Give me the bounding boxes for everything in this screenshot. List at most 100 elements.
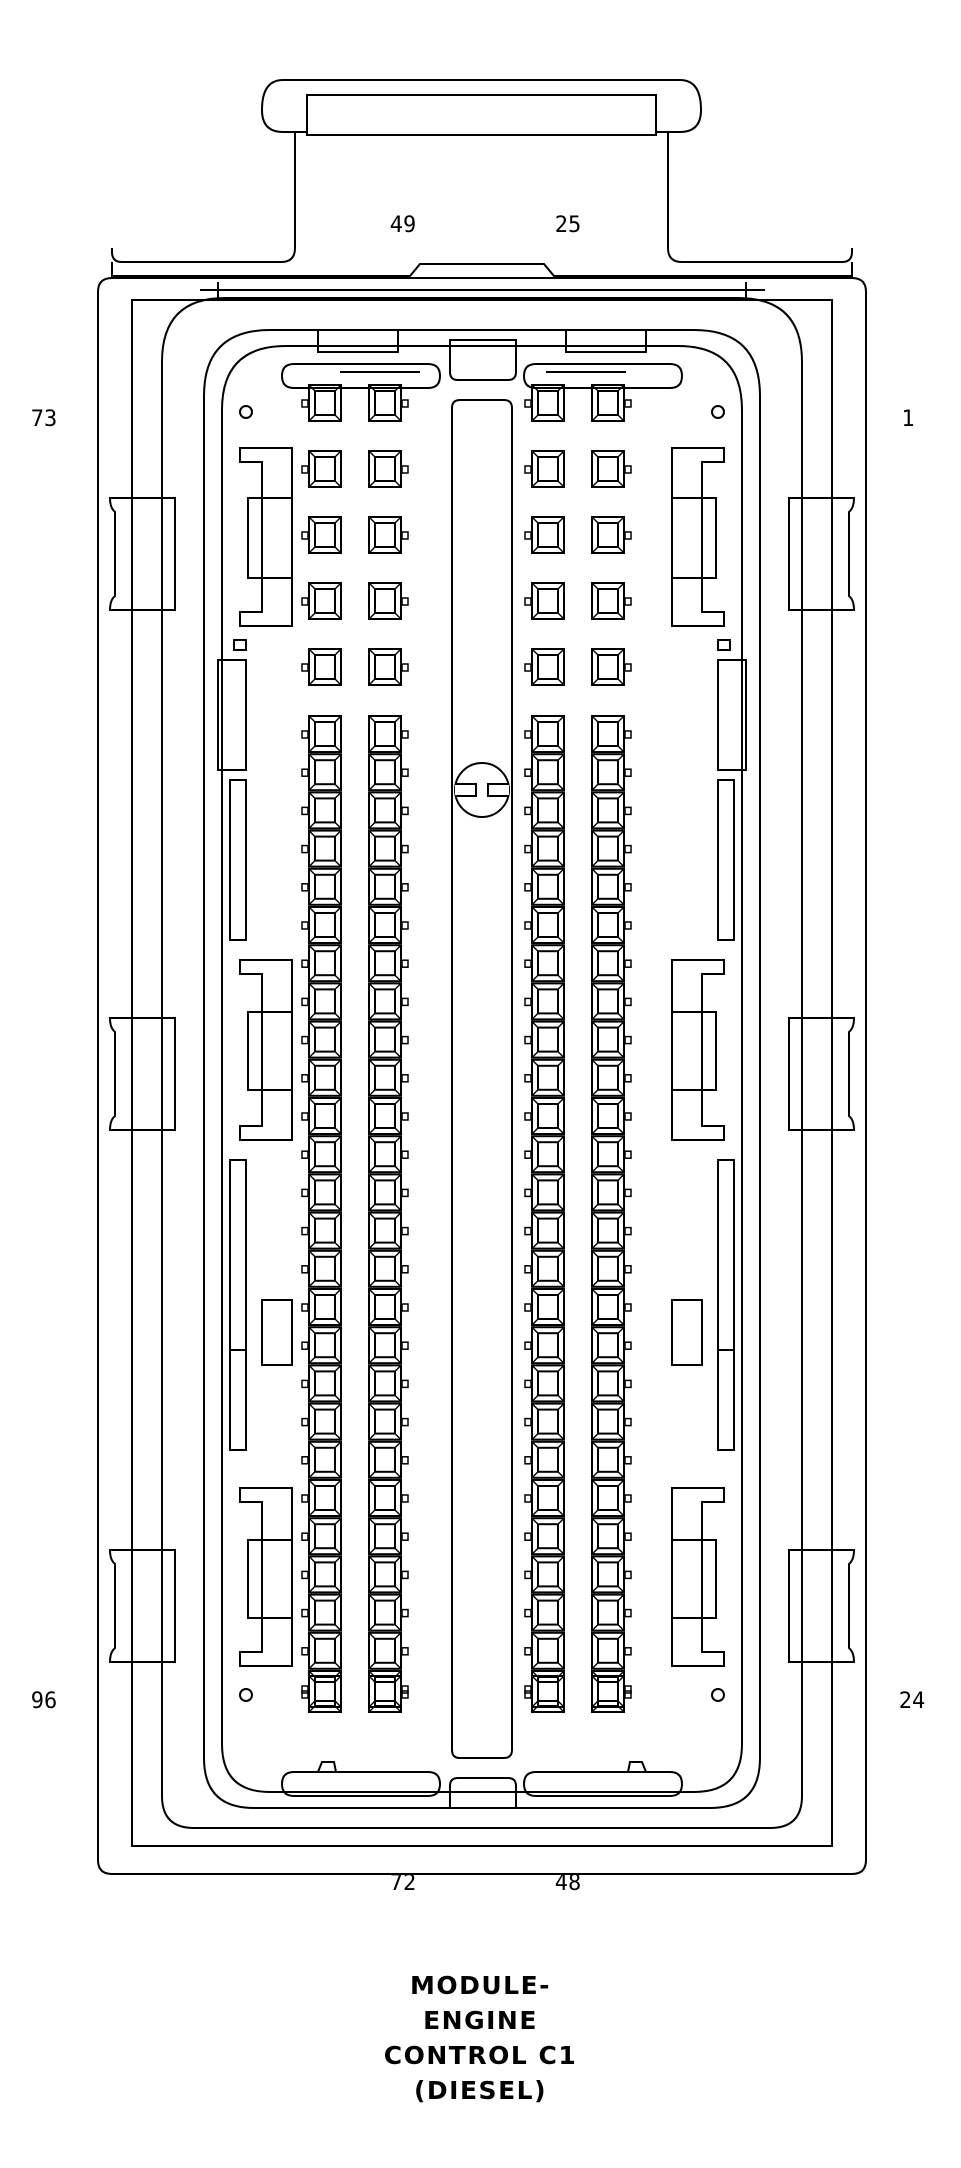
pin-cavity	[301, 906, 342, 944]
pin-cavity	[368, 1288, 409, 1326]
pin-cavity	[524, 1555, 565, 1594]
pin-cavity	[301, 715, 342, 753]
pin-cavity	[368, 1440, 409, 1479]
pin-cavity	[301, 753, 342, 792]
pin-cavity	[524, 1020, 565, 1059]
pin-cavity	[524, 450, 565, 488]
pin-label-72: 72	[390, 1871, 417, 1896]
title-line-1: MODULE-	[409, 1971, 552, 2000]
pin-cavity	[368, 867, 409, 906]
pin-cavity	[301, 384, 342, 422]
face-latches	[217, 447, 747, 1667]
pin-cavity	[524, 1173, 565, 1212]
pin-cavity	[591, 1479, 632, 1517]
pin-cavity	[301, 1517, 342, 1556]
pin-cavity	[591, 1326, 632, 1365]
pin-cavity	[368, 906, 409, 944]
pin-cavity	[524, 384, 565, 422]
pin-cavity	[524, 1517, 565, 1556]
pin-cavity	[524, 1249, 565, 1288]
pin-cavity	[301, 1479, 342, 1517]
title-line-4: (DIESEL)	[414, 2076, 547, 2105]
pin-cavity	[368, 648, 409, 686]
pin-label-49: 49	[390, 213, 417, 238]
pin-cavity	[524, 1288, 565, 1326]
pin-cavity	[368, 1326, 409, 1365]
pin-cavity	[591, 753, 632, 792]
pin-cavity	[591, 1097, 632, 1135]
pin-cavity	[524, 1097, 565, 1135]
pin-cavity	[368, 1593, 409, 1632]
pin-cavity	[591, 1593, 632, 1632]
pin-cavity	[368, 1249, 409, 1288]
pin-cavity	[368, 384, 409, 422]
pin-cavity	[524, 1364, 565, 1403]
pin-cavity	[368, 1020, 409, 1059]
pin-cavity	[368, 1631, 409, 1670]
pin-cavity	[301, 1249, 342, 1288]
pin-cavity	[368, 753, 409, 792]
pin-cavity	[368, 582, 409, 620]
pin-cavity	[301, 1555, 342, 1594]
pin-cavity	[301, 1097, 342, 1135]
pin-cavity	[524, 1479, 565, 1517]
pin-cavity	[524, 516, 565, 554]
pin-cavity	[591, 1675, 632, 1713]
pin-cavity	[368, 1211, 409, 1250]
pin-cavity	[301, 867, 342, 906]
pin-cavity	[301, 1440, 342, 1479]
pin-cavity	[368, 1173, 409, 1212]
title-line-3: CONTROL C1	[383, 2041, 578, 2070]
pin-cavity	[591, 1135, 632, 1174]
pin-cavity	[524, 648, 565, 686]
pin-cavity	[301, 516, 342, 554]
pin-cavity	[368, 1675, 409, 1713]
pin-cavity	[591, 1173, 632, 1212]
side-clips	[108, 497, 856, 1663]
pin-cavity	[301, 1593, 342, 1632]
pin-cavity	[368, 516, 409, 554]
pin-cavity	[524, 1326, 565, 1365]
pin-cavity	[301, 1135, 342, 1174]
pin-cavity	[591, 384, 632, 422]
pin-cavity	[301, 1326, 342, 1365]
pin-cavity	[301, 982, 342, 1021]
pin-cavity	[301, 1675, 342, 1713]
pin-cavity	[524, 829, 565, 868]
pin-cavity	[591, 1020, 632, 1059]
pin-cavity	[368, 715, 409, 753]
pin-cavity	[524, 867, 565, 906]
pin-cavity	[591, 1631, 632, 1670]
pin-cavity	[301, 1288, 342, 1326]
pin-cavity	[524, 791, 565, 830]
pin-cavity	[301, 648, 342, 686]
pin-cavity	[591, 1440, 632, 1479]
pin-cavity	[591, 791, 632, 830]
pin-cavity	[591, 1058, 632, 1097]
outer-housing	[97, 277, 867, 1875]
pin-cavity	[368, 1555, 409, 1594]
pin-cavity	[301, 1173, 342, 1212]
pin-cavity	[591, 1288, 632, 1326]
pin-cavity	[524, 1135, 565, 1174]
pin-cavity	[368, 791, 409, 830]
pin-cavity	[368, 829, 409, 868]
pin-cavity	[591, 829, 632, 868]
pin-label-73: 73	[31, 407, 58, 432]
pin-cavity	[301, 1058, 342, 1097]
pin-cavities	[301, 384, 632, 1713]
pin-cavity	[368, 944, 409, 983]
pin-cavity	[368, 1402, 409, 1441]
pin-cavity	[591, 906, 632, 944]
pin-cavity	[301, 1402, 342, 1441]
pin-cavity	[524, 1211, 565, 1250]
pin-cavity	[524, 1675, 565, 1713]
pin-cavity	[591, 1249, 632, 1288]
pin-cavity	[524, 753, 565, 792]
pin-cavity	[524, 582, 565, 620]
pin-cavity	[301, 450, 342, 488]
pin-cavity	[524, 982, 565, 1021]
connector-title: MODULE- ENGINE CONTROL C1 (DIESEL)	[0, 1968, 961, 2108]
pin-cavity	[524, 1631, 565, 1670]
